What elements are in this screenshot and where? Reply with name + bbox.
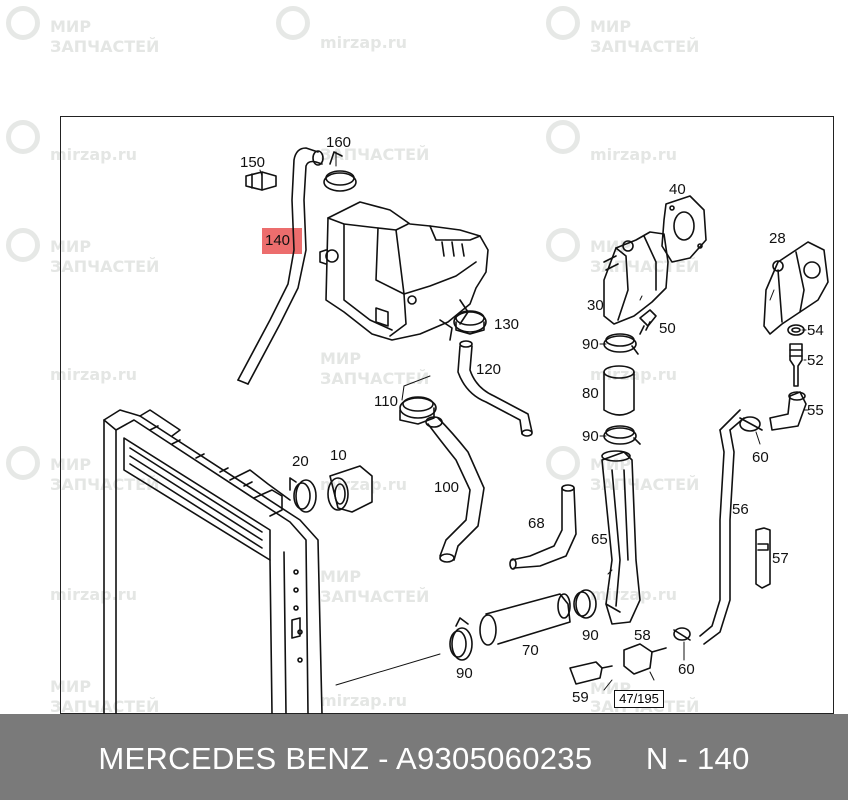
reference-box: 47/195 xyxy=(614,690,664,708)
clamp-160-part xyxy=(323,151,357,192)
leader-lines xyxy=(259,151,809,691)
watermark-brand-bottom: ЗАПЧАСТЕЙ xyxy=(320,145,430,164)
clamp-20-part xyxy=(289,477,317,513)
callout-50: 50 xyxy=(659,320,676,337)
hose-70-part xyxy=(479,593,571,646)
callout-56: 56 xyxy=(732,501,749,518)
watermark-site: mirzap.ru xyxy=(320,691,407,710)
hose-120-part xyxy=(457,340,533,437)
bolt-50-part xyxy=(639,309,657,335)
watermark-logo-icon xyxy=(546,6,580,40)
callout-54: 54 xyxy=(807,322,824,339)
watermark-brand-bottom: ЗАПЧАСТЕЙ xyxy=(320,587,430,606)
watermark-brand-bottom: ЗАПЧАСТЕЙ xyxy=(50,37,160,56)
callout-10: 10 xyxy=(330,447,347,464)
sensor-52-part xyxy=(789,343,803,387)
housing-28-part xyxy=(763,241,829,335)
watermark-site: mirzap.ru xyxy=(590,145,677,164)
callout-90-bottom: 90 xyxy=(456,665,473,682)
watermark-brand-top: МИР xyxy=(50,17,92,36)
watermark-logo-icon xyxy=(6,228,40,262)
watermark-logo-icon xyxy=(546,228,580,262)
footer-caption: MERCEDES BENZ - A9305060235 N - 140 xyxy=(98,741,750,776)
clamp-90-lower-part xyxy=(573,589,597,619)
watermark-brand-top: МИР xyxy=(320,567,362,586)
watermark-logo-icon xyxy=(546,446,580,480)
callout-80: 80 xyxy=(582,385,599,402)
callout-59: 59 xyxy=(572,689,589,706)
watermark-brand-bottom: ЗАПЧАСТЕЙ xyxy=(50,257,160,276)
watermark-site: mirzap.ru xyxy=(50,145,137,164)
clip-60-bottom-part xyxy=(673,627,691,641)
callout-40: 40 xyxy=(669,181,686,198)
plug-57-part xyxy=(755,527,771,589)
clamp-90-bottom-part xyxy=(449,617,473,661)
watermark-brand-top: МИР xyxy=(590,17,632,36)
callout-130: 130 xyxy=(494,316,520,333)
watermark-brand-bottom: ЗАПЧАСТЕЙ xyxy=(320,369,430,388)
watermark-logo-icon xyxy=(276,6,310,40)
clamp-150-part xyxy=(245,171,277,191)
part-highlight xyxy=(262,228,302,254)
hose-140-part xyxy=(237,147,324,385)
watermark-logo-icon xyxy=(6,120,40,154)
watermark-brand-bottom: ЗАПЧАСТЕЙ xyxy=(590,37,700,56)
clamp-130-part xyxy=(453,310,487,335)
housing-30-part xyxy=(603,231,669,325)
callout-68: 68 xyxy=(528,515,545,532)
pipe-65-part xyxy=(601,450,641,625)
clip-60-top-part xyxy=(739,416,763,432)
callout-110: 110 xyxy=(374,393,398,410)
hose-10-part xyxy=(327,465,373,513)
clamp-90-mid-part xyxy=(603,425,641,445)
callout-70: 70 xyxy=(522,642,539,659)
parts-diagram-svg xyxy=(103,147,829,714)
callout-90-lower: 90 xyxy=(582,627,599,644)
clamp-90-upper-part xyxy=(603,333,639,355)
gasket-40-part xyxy=(661,195,707,263)
callout-20: 20 xyxy=(292,453,309,470)
watermark-brand-bottom: ЗАПЧАСТЕЙ xyxy=(590,475,700,494)
callout-90-mid: 90 xyxy=(582,428,599,445)
callout-160: 160 xyxy=(326,134,352,151)
callout-60-top: 60 xyxy=(752,449,769,466)
callout-58: 58 xyxy=(634,627,651,644)
watermark-site: mirzap.ru xyxy=(590,585,677,604)
watermark-logo-icon xyxy=(6,446,40,480)
callout-28: 28 xyxy=(769,230,786,247)
callout-52: 52 xyxy=(807,352,824,369)
watermark-site: mirzap.ru xyxy=(50,365,137,384)
callout-60-bottom: 60 xyxy=(678,661,695,678)
hose-100-part xyxy=(425,416,485,563)
callout-120: 120 xyxy=(476,361,502,378)
callout-55: 55 xyxy=(807,402,824,419)
radiator-part xyxy=(103,409,323,714)
watermark-brand-top: МИР xyxy=(320,349,362,368)
connector-58-part xyxy=(623,643,667,675)
watermark-site: mirzap.ru xyxy=(320,33,407,52)
footer-bar xyxy=(0,714,848,800)
hose-68-part xyxy=(509,484,577,570)
watermark-logo-icon xyxy=(546,120,580,154)
callout-100: 100 xyxy=(434,479,460,496)
plug-59-part xyxy=(569,661,613,685)
callout-65: 65 xyxy=(591,531,608,548)
callout-150: 150 xyxy=(240,154,266,171)
clamp-110-part xyxy=(399,396,437,425)
callout-90-upper: 90 xyxy=(582,336,599,353)
watermark-logo-icon xyxy=(6,6,40,40)
callout-57: 57 xyxy=(772,550,789,567)
elbow-55-part xyxy=(769,391,807,431)
callout-30: 30 xyxy=(587,297,604,314)
diagram-frame xyxy=(60,116,834,714)
callout-140: 140 xyxy=(265,232,291,249)
sleeve-80-part xyxy=(603,365,635,416)
expansion-tank-part xyxy=(319,201,489,341)
hose-56-part xyxy=(699,409,745,645)
